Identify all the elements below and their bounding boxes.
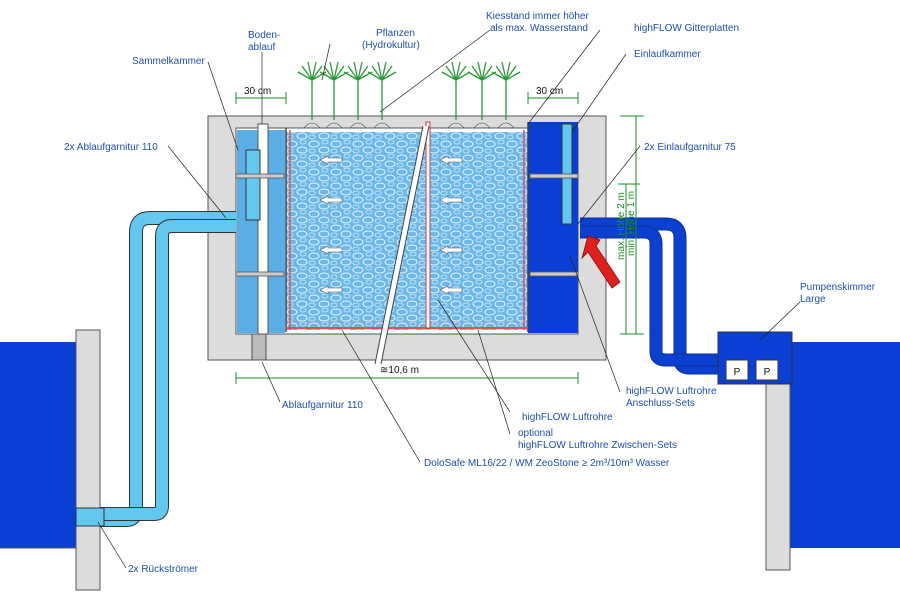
label-rueckstroemer: 2x Rückströmer: [128, 564, 199, 575]
inlet-pipes: [580, 217, 722, 375]
label-width-right: 30 cm: [536, 86, 563, 97]
label-dolosafe: DoloSafe ML16/22 / WM ZeoStone ≥ 2m³/10m…: [424, 458, 670, 469]
label-anschluss-1: highFLOW Luftrohre: [626, 386, 717, 397]
label-einlaufkammer: Einlaufkammer: [634, 49, 701, 60]
label-max-hoehe: max. Höhe 2 m: [616, 192, 627, 260]
label-kiesstand-2: als max. Wasserstand: [490, 23, 588, 34]
label-anschluss-2: Anschluss-Sets: [626, 398, 695, 409]
leader-lines: [97, 29, 801, 569]
label-width-left: 30 cm: [244, 86, 271, 97]
pump-1-label: P: [734, 367, 741, 378]
label-pumpenskimmer-2: Large: [800, 294, 826, 305]
label-pflanzen-1: Pflanzen: [376, 28, 415, 39]
return-pipes: [75, 211, 236, 527]
label-sammelkammer: Sammelkammer: [132, 56, 205, 67]
pump-skimmer: P P: [717, 331, 793, 385]
label-einlaufgarnitur: 2x Einlaufgarnitur 75: [644, 142, 736, 153]
label-pumpenskimmer-1: Pumpenskimmer: [800, 282, 876, 293]
label-kiesstand-1: Kiesstand immer höher: [486, 11, 589, 22]
label-pflanzen-2: (Hydrokultur): [362, 40, 420, 51]
left-pond: [0, 329, 101, 591]
plant-roots: [303, 122, 515, 129]
pump-2-label: P: [764, 367, 771, 378]
plants: [297, 61, 521, 120]
label-bodenablauf-2: ablauf: [248, 42, 275, 53]
right-pond: [765, 342, 900, 571]
label-optional-2: highFLOW Luftrohre Zwischen-Sets: [518, 440, 677, 451]
label-gitterplatten: highFLOW Gitterplatten: [634, 23, 739, 34]
label-optional-1: optional: [518, 428, 553, 439]
label-min-hoehe: min. Höhe 1 m: [626, 191, 637, 256]
label-bodenablauf-1: Boden-: [248, 30, 280, 41]
filter-basin: [207, 115, 607, 365]
label-ablaufgarnitur-2x: 2x Ablaufgarnitur 110: [64, 142, 158, 153]
dimension-lines: [235, 92, 644, 384]
flow-arrows: [319, 155, 463, 295]
label-ablaufgarnitur: Ablaufgarnitur 110: [282, 400, 363, 411]
label-luftrohre: highFLOW Luftrohre: [522, 412, 613, 423]
label-length: ≅10,6 m: [380, 365, 419, 376]
inflow-arrow: [581, 235, 621, 289]
